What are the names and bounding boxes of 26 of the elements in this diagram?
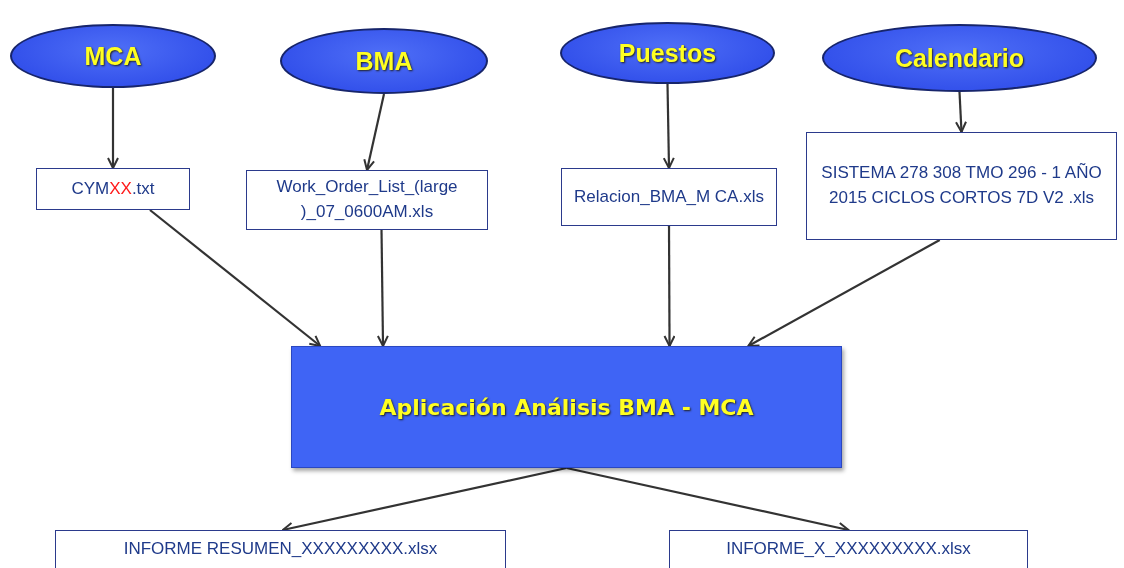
arrow <box>663 226 676 347</box>
file-box <box>55 530 506 568</box>
arrow <box>149 209 322 347</box>
file-box <box>561 168 777 226</box>
node-label: BMA <box>355 46 413 76</box>
file-box <box>806 132 1117 240</box>
file-box <box>246 170 488 230</box>
arrow <box>107 88 119 169</box>
node-label: Aplicación Análisis BMA - MCA <box>379 394 754 420</box>
file-name: INFORME_X_XXXXXXXXX.xlsx <box>726 538 971 560</box>
arrow <box>955 91 967 133</box>
node-label: Calendario <box>894 43 1025 73</box>
file-name: SISTEMA 278 308 TMO 296 - 1 AÑO 2015 CICLOS CORTOS 7D V2 .xls <box>820 162 1103 209</box>
arrow <box>747 239 941 347</box>
file-box <box>669 530 1028 568</box>
arrow <box>363 93 386 171</box>
process-box <box>291 346 842 468</box>
node-label: MCA <box>84 41 142 71</box>
file-name: INFORME RESUMEN_XXXXXXXXX.xlsx <box>123 538 438 560</box>
node-label: Puestos <box>618 38 717 68</box>
file-box <box>36 168 190 210</box>
arrow <box>662 84 675 169</box>
file-name: Relacion_BMA_M CA.xls <box>574 185 764 208</box>
arrow <box>376 230 389 347</box>
file-name: Work_Order_List_(large )_07_0600AM.xls <box>275 176 459 223</box>
file-name: CYMXX.txt <box>71 177 155 200</box>
